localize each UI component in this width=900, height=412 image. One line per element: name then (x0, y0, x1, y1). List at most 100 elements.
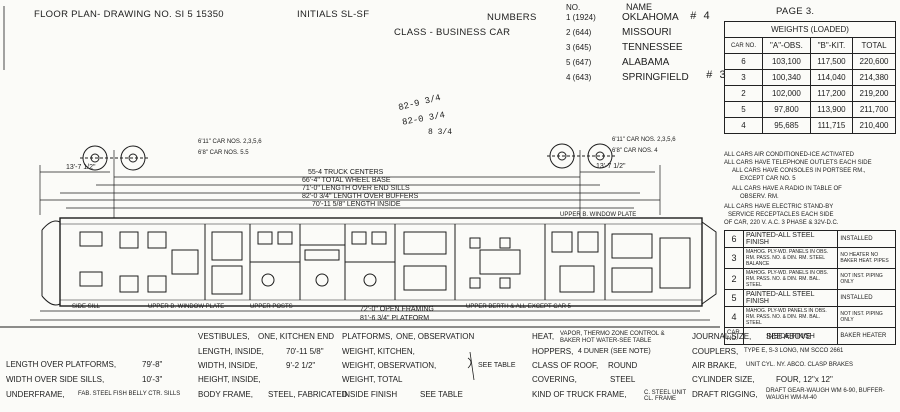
spec-label: VESTIBULES, (198, 332, 250, 341)
spec-value: STEEL (610, 375, 636, 384)
initials: INITIALS SL-SF (297, 9, 370, 20)
weights-table: WEIGHTS (LOADED) CAR NO. "A"-OBS. "B"-KI… (724, 21, 896, 134)
car-no: 5 (647) (566, 58, 592, 67)
plan-label: SIDE SILL (72, 304, 101, 310)
spec-label: BODY FRAME, (198, 390, 253, 399)
cell: 3 (724, 247, 744, 269)
spec-value: FAB. STEEL FISH BELLY CTR. SILLS (78, 391, 181, 397)
cell: 6 (724, 53, 763, 70)
dimension: 13'-7 1/2" (66, 164, 96, 171)
truck-label: 6'8" CAR NOS. 5.5 (198, 150, 249, 156)
left-truck (80, 145, 148, 171)
spec-label: DRAFT RIGGING, (692, 390, 758, 399)
cell: 95,685 (762, 117, 811, 134)
spec-value: ONE, OBSERVATION (396, 332, 475, 341)
cell: PAINTED-ALL STEEL FINISH (742, 230, 839, 248)
car-name: MISSOURI (622, 27, 672, 38)
spec-value: SEE ABOVE (766, 332, 812, 341)
car-no: 4 (643) (566, 73, 592, 82)
cell: 100,340 (762, 69, 811, 86)
car-no: 3 (645) (566, 43, 592, 52)
car-name: ALABAMA (622, 57, 670, 68)
spec-label: INSIDE FINISH (342, 390, 398, 399)
cell: MAHOG. PLY-WD. PANELS IN OBS. RM. PASS. … (742, 247, 839, 269)
spec-value: STEEL, FABRICATED (268, 390, 348, 399)
plan-label: UPPER BERTH & ALL EXCEPT CAR 5 (466, 304, 571, 310)
plan-label: UPPER B. WINDOW PLATE (560, 212, 637, 218)
truck-label: 6'11" CAR NOS. 2,3,5,6 (198, 139, 262, 145)
handwritten-mark: # 3 (706, 70, 726, 82)
spec-label: HEIGHT, INSIDE, (198, 375, 261, 384)
cell: PAINTED-ALL STEEL FINISH (742, 289, 839, 307)
cell: 210,400 (852, 117, 896, 134)
cell: NO HEATER NO BAKER HEAT. PIPES (837, 247, 896, 269)
cell: 103,100 (762, 53, 811, 70)
spec-value: VAPOR, THERMO ZONE CONTROL & BAKER HOT W… (560, 331, 665, 344)
column-header: "B"-KIT. (809, 37, 854, 54)
page-number: PAGE 3. (776, 6, 815, 17)
cell: 111,715 (809, 117, 854, 134)
spec-value: C. STEEL UNIT CL. FRAME (644, 390, 687, 402)
cell: NOT INST. PIPING ONLY (837, 268, 896, 290)
plan-label: UPPER B. WINDOW PLATE (148, 304, 225, 310)
note: ALL CARS HAVE TELEPHONE OUTLETS EACH SID… (724, 160, 872, 166)
cell: INSTALLED (837, 230, 896, 248)
cell: 2 (724, 268, 744, 290)
dimension: 55-4 TRUCK CENTERS (308, 169, 384, 176)
column-header: "A"-OBS. (762, 37, 811, 54)
spec-value: TYPE E, S-3 LONG, NM SCCO 2661 (744, 348, 844, 354)
dimension: 82'-0 3/4" LENGTH OVER BUFFERS (302, 193, 419, 200)
note: ALL CARS HAVE CONSOLES IN PORTSEE RM., (732, 168, 866, 174)
dimension: 13'-7 1/2" (596, 163, 626, 170)
cell: 211,700 (852, 101, 896, 118)
spec-value: DRAFT GEAR-WAUGH WM 6-90, BUFFER-WAUGH W… (766, 388, 885, 401)
truck-label: 6'11" CAR NOS. 2,3,5,6 (612, 137, 676, 143)
plan-label: UPPER POSTS (250, 304, 293, 310)
spec-label: CYLINDER SIZE, (692, 375, 755, 384)
cell: 113,900 (809, 101, 854, 118)
spec-label: HOPPERS, (532, 347, 574, 356)
note: ALL CARS HAVE ELECTRIC STAND-BY (724, 204, 834, 210)
cell: 102,000 (762, 85, 811, 102)
handwritten-mark: # 4 (690, 11, 710, 23)
spec-label: WEIGHT, TOTAL (342, 375, 403, 384)
right-truck (547, 143, 615, 169)
note: ALL CARS AIR CONDITIONED-ICE ACTIVATED (724, 152, 854, 158)
cell: CAR NO. (724, 327, 744, 345)
cell: 114,040 (809, 69, 854, 86)
dimension: 70'-11 5/8" LENGTH INSIDE (312, 201, 401, 208)
cell: INSTALLED (837, 289, 896, 307)
dimension: 72'-0" OPEN FRAMING (360, 306, 434, 313)
cell: 117,200 (809, 85, 854, 102)
no-label: NO. (566, 3, 581, 12)
column-header: CAR NO. (724, 37, 763, 54)
cell: 3 (724, 69, 763, 86)
car-no: 2 (644) (566, 28, 592, 37)
cell: 4 (724, 117, 763, 134)
drawing-number: FLOOR PLAN- DRAWING NO. SI 5 15350 (34, 9, 224, 20)
column-header: TOTAL (852, 37, 896, 54)
spec-label: LENGTH, INSIDE, (198, 347, 264, 356)
cell: 97,800 (762, 101, 811, 118)
spec-value: 9'-2 1/2" (286, 361, 316, 370)
spec-value: 79'-8" (142, 360, 163, 369)
spec-label: WIDTH OVER SIDE SILLS, (6, 375, 105, 384)
note: OBSERV. RM. (740, 194, 779, 200)
dimension: 81'-6 3/4" PLATFORM (360, 315, 430, 322)
spec-label: UNDERFRAME, (6, 390, 65, 399)
floor-plan (41, 217, 717, 307)
spec-value: UNIT CYL. NY. ABCO. CLASP BRAKES (746, 362, 854, 368)
cell: 5 (724, 289, 744, 307)
spec-value: 70'-11 5/8" (286, 347, 324, 356)
note: EXCEPT CAR NO. 5 (740, 176, 796, 182)
